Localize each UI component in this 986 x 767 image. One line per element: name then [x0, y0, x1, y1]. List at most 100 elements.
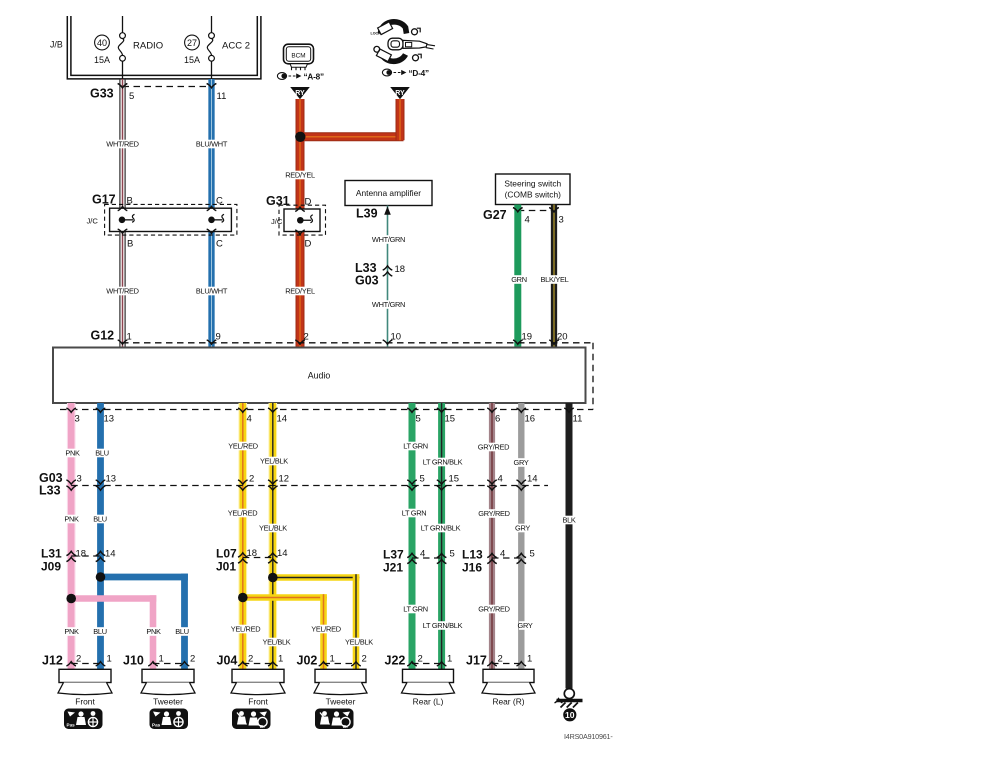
svg-text:GRY/RED: GRY/RED: [478, 443, 509, 452]
svg-text:J02: J02: [297, 654, 318, 668]
svg-text:6: 6: [495, 414, 500, 425]
svg-text:C: C: [216, 196, 223, 207]
svg-text:BLU: BLU: [93, 515, 106, 524]
svg-text:9: 9: [216, 332, 221, 343]
svg-text:YEL/RED: YEL/RED: [231, 625, 261, 634]
svg-text:WHT/GRN: WHT/GRN: [372, 235, 405, 244]
svg-text:14: 14: [277, 414, 288, 425]
svg-text:BCM: BCM: [291, 53, 305, 60]
svg-text:Dr: Dr: [343, 724, 348, 729]
svg-text:J21: J21: [383, 561, 403, 575]
svg-text:YEL/BLK: YEL/BLK: [345, 638, 373, 647]
svg-text:15A: 15A: [94, 55, 110, 65]
svg-text:LT GRN: LT GRN: [402, 509, 427, 518]
svg-text:J12: J12: [42, 654, 63, 668]
svg-text:PNK: PNK: [146, 627, 161, 636]
svg-text:G33: G33: [90, 87, 114, 101]
svg-text:GRY/RED: GRY/RED: [478, 605, 509, 614]
svg-text:YEL/BLK: YEL/BLK: [259, 524, 287, 533]
svg-text:5: 5: [530, 549, 535, 560]
svg-text:3: 3: [77, 474, 82, 485]
svg-text:BLU/WHT: BLU/WHT: [196, 287, 228, 296]
svg-text:J/B: J/B: [50, 40, 63, 50]
svg-text:BLU/WHT: BLU/WHT: [196, 140, 228, 149]
svg-text:D: D: [305, 197, 312, 208]
svg-text:G03: G03: [355, 274, 379, 288]
svg-text:18: 18: [395, 264, 406, 275]
svg-text:Front: Front: [75, 697, 95, 707]
svg-text:2: 2: [418, 654, 423, 665]
svg-text:L39: L39: [356, 207, 378, 221]
svg-text:PNK: PNK: [64, 515, 79, 524]
svg-text:GRY/RED: GRY/RED: [478, 509, 509, 518]
svg-text:LT GRN/BLK: LT GRN/BLK: [421, 524, 461, 533]
svg-text:5: 5: [450, 549, 455, 560]
svg-text:GRY: GRY: [514, 458, 529, 467]
svg-text:12: 12: [279, 474, 290, 485]
svg-text:GRY: GRY: [518, 621, 533, 630]
svg-text:1: 1: [127, 332, 132, 343]
svg-text:Antenna amplifier: Antenna amplifier: [356, 188, 421, 198]
svg-text:YEL/RED: YEL/RED: [228, 509, 258, 518]
svg-text:LT GRN: LT GRN: [403, 605, 428, 614]
svg-text:L33: L33: [355, 261, 377, 275]
svg-text:LT GRN/BLK: LT GRN/BLK: [423, 621, 463, 630]
svg-text:4: 4: [420, 549, 425, 560]
svg-text:J04: J04: [217, 654, 238, 668]
svg-text:3: 3: [559, 215, 564, 226]
svg-text:5: 5: [416, 414, 421, 425]
svg-text:RED/YEL: RED/YEL: [285, 171, 315, 180]
svg-text:1: 1: [527, 654, 532, 665]
svg-text:10: 10: [391, 332, 402, 343]
svg-text:19: 19: [522, 332, 533, 343]
svg-text:40: 40: [97, 38, 107, 48]
svg-text:5: 5: [129, 91, 134, 102]
svg-text:YEL/BLK: YEL/BLK: [263, 638, 291, 647]
svg-text:Rear (R): Rear (R): [492, 697, 524, 707]
svg-text:15A: 15A: [184, 55, 200, 65]
svg-text:BLU: BLU: [175, 627, 188, 636]
svg-text:YEL/RED: YEL/RED: [311, 625, 341, 634]
svg-text:2: 2: [249, 474, 254, 485]
svg-text:Tweeter: Tweeter: [326, 697, 356, 707]
svg-text:Rear (L): Rear (L): [413, 697, 444, 707]
svg-text:(COMB switch): (COMB switch): [505, 190, 562, 200]
svg-text:G12: G12: [91, 329, 115, 343]
svg-text:11: 11: [217, 91, 227, 102]
svg-text:L31: L31: [41, 547, 62, 561]
svg-text:WHT/GRN: WHT/GRN: [372, 300, 405, 309]
svg-text:3: 3: [75, 414, 80, 425]
svg-text:Tweeter: Tweeter: [153, 697, 183, 707]
svg-text:4: 4: [525, 215, 530, 226]
svg-text:Audio: Audio: [308, 371, 331, 381]
svg-text:“A-8”: “A-8”: [304, 73, 324, 82]
svg-text:LT GRN/BLK: LT GRN/BLK: [423, 458, 463, 467]
svg-text:13: 13: [106, 474, 117, 485]
svg-text:18: 18: [247, 548, 258, 559]
svg-text:WHT/RED: WHT/RED: [106, 140, 138, 149]
svg-text:I4RS0A910961-: I4RS0A910961-: [564, 732, 613, 741]
svg-text:J22: J22: [385, 654, 406, 668]
svg-text:YEL/BLK: YEL/BLK: [260, 457, 288, 466]
svg-text:5: 5: [420, 474, 425, 485]
svg-text:J17: J17: [466, 654, 487, 668]
svg-text:1: 1: [107, 654, 112, 665]
svg-text:2: 2: [362, 654, 367, 665]
svg-text:14: 14: [105, 549, 116, 560]
svg-text:1: 1: [330, 654, 335, 665]
svg-text:YEL/RED: YEL/RED: [228, 442, 258, 451]
svg-text:J09: J09: [41, 560, 61, 574]
svg-text:20: 20: [557, 332, 568, 343]
svg-text:J10: J10: [123, 654, 144, 668]
svg-text:B: B: [127, 196, 133, 207]
svg-text:WHT/RED: WHT/RED: [106, 287, 138, 296]
svg-text:LOCK: LOCK: [371, 32, 382, 36]
svg-text:10: 10: [565, 710, 575, 720]
svg-text:RY: RY: [395, 90, 405, 97]
svg-text:RY: RY: [295, 90, 305, 97]
svg-text:18: 18: [76, 549, 87, 560]
svg-text:“D-4”: “D-4”: [409, 69, 429, 78]
svg-text:LT GRN: LT GRN: [403, 442, 428, 451]
svg-text:J/C: J/C: [271, 217, 283, 226]
svg-text:ACC 2: ACC 2: [222, 41, 250, 52]
